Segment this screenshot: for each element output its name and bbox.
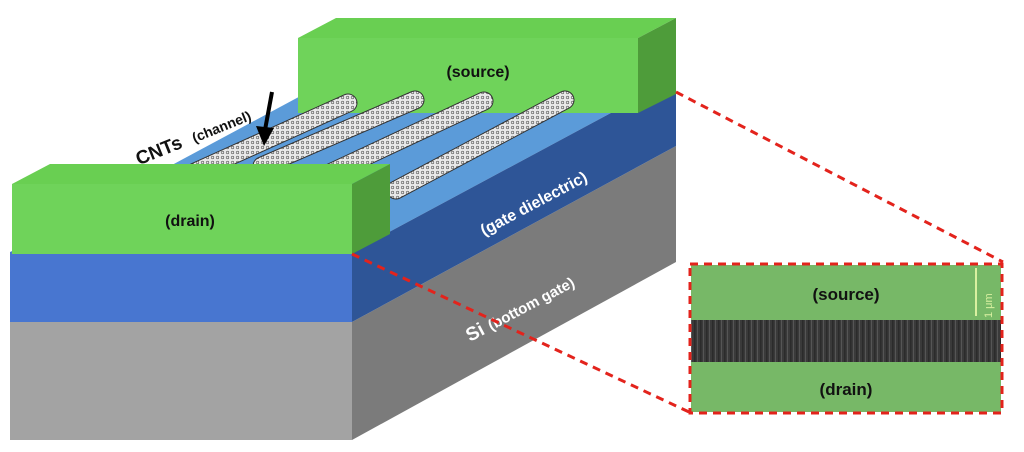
source-front-face <box>298 38 638 113</box>
source-label: (source) <box>446 64 509 81</box>
cnt-tube <box>253 91 424 175</box>
cnt-tube <box>186 94 357 181</box>
cnt-tube <box>321 92 493 182</box>
inset-drain-region <box>691 362 1001 412</box>
drain-label: (drain) <box>165 213 215 230</box>
sem-inset: (source) (drain) 1 μm <box>688 262 1004 415</box>
source-electrode: (source) <box>298 18 676 113</box>
inset-source-region <box>691 265 1001 320</box>
inset-border <box>688 262 1004 415</box>
zoom-lines <box>351 90 1004 414</box>
inset-source-label: (source) <box>812 285 879 304</box>
si-side-face <box>352 146 676 440</box>
drain-front-face <box>12 184 352 254</box>
inset-drain-label: (drain) <box>820 380 873 399</box>
down-arrow-icon <box>256 91 274 146</box>
scale-bar-label: 1 μm <box>983 293 995 318</box>
drain-side-face <box>352 164 390 254</box>
drain-top-face <box>12 164 390 184</box>
dielectric-front-face <box>10 252 352 322</box>
cnt-tube <box>387 91 574 199</box>
si-bottom-gate-layer <box>10 146 676 440</box>
source-top-face <box>298 18 676 38</box>
drain-electrode: (drain) <box>12 164 390 254</box>
dielectric-side-face <box>352 78 676 322</box>
cnt-channels <box>185 90 575 200</box>
inset-channel-region <box>691 320 1001 362</box>
si-front-face <box>10 322 352 440</box>
source-side-face <box>638 18 676 113</box>
